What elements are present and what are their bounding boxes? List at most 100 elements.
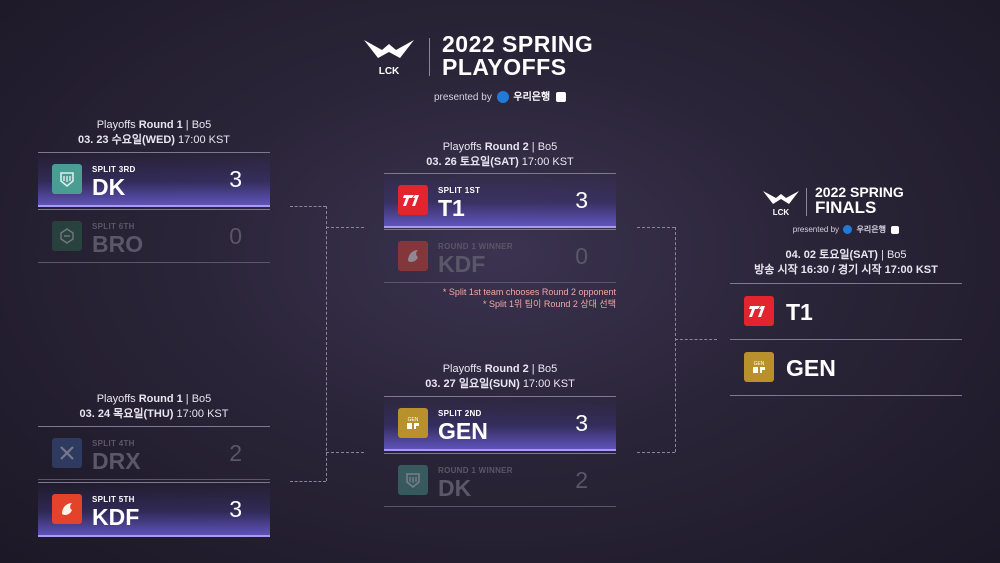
- team-row-gen[interactable]: GEN SPLIT 2ND GEN 3: [384, 396, 616, 451]
- team-seed: SPLIT 5TH: [92, 495, 135, 504]
- match-time: 17:00 KST: [178, 134, 231, 146]
- page-title: 2022 SPRING PLAYOFFS: [442, 33, 593, 79]
- team-score: 3: [575, 187, 588, 213]
- label-prefix: Playoffs: [96, 393, 136, 405]
- team-row-dk-r2[interactable]: ROUND 1 WINNER DK 2: [384, 453, 616, 507]
- gen-logo-icon: GEN: [398, 408, 428, 438]
- round1a-header: Playoffs Round 1 | Bo5 03. 23 수요일(WED) 1…: [38, 118, 270, 148]
- dk-logo-icon: [398, 465, 428, 495]
- team-name: GEN: [786, 355, 836, 381]
- lck-brand-text: LCK: [379, 66, 400, 76]
- match-time: 17:00 KST: [521, 156, 574, 168]
- team-row-t1[interactable]: SPLIT 1ST T1 3: [384, 173, 616, 228]
- finals-divider: [806, 188, 807, 216]
- match-date: 03. 27 일요일(SUN): [425, 378, 520, 390]
- match-date: 03. 24 목요일(THU): [79, 408, 174, 420]
- finals-brand-text: LCK: [773, 208, 790, 216]
- team-seed: ROUND 1 WINNER: [438, 242, 513, 251]
- finals-header: 04. 02 토요일(SAT) | Bo5 방송 시작 16:30 / 경기 시…: [730, 248, 962, 278]
- team-row-bro[interactable]: SPLIT 6TH BRO 0: [38, 209, 270, 263]
- finals-team-gen[interactable]: GEN GEN: [730, 339, 962, 396]
- header-divider: [429, 38, 430, 76]
- team-row-drx[interactable]: SPLIT 4TH DRX 2: [38, 426, 270, 480]
- team-score: 2: [229, 440, 242, 466]
- team-score: 3: [575, 410, 588, 436]
- finals-team-t1[interactable]: T1: [730, 283, 962, 339]
- label-round: Round 1: [138, 393, 183, 405]
- team-row-kdf[interactable]: SPLIT 5TH KDF 3: [38, 482, 270, 537]
- connector-to-finals: [675, 339, 717, 340]
- finals-title-line-1: 2022 SPRING: [815, 184, 904, 200]
- kdf-logo-icon: [52, 494, 82, 524]
- team-score: 2: [575, 467, 588, 493]
- dk-logo-icon: [52, 164, 82, 194]
- finals-date: 04. 02 토요일(SAT): [785, 249, 878, 261]
- match-time: 17:00 KST: [522, 378, 575, 390]
- finals-broadcast-time: 방송 시작 16:30 / 경기 시작 17:00 KST: [754, 264, 938, 276]
- round2b-header: Playoffs Round 2 | Bo5 03. 27 일요일(SUN) 1…: [384, 362, 616, 392]
- note-english: * Split 1st team chooses Round 2 opponen…: [442, 287, 616, 297]
- connector-r2a-out: [637, 227, 675, 228]
- finals-title-line-2: FINALS: [815, 198, 877, 217]
- drx-logo-icon: [52, 438, 82, 468]
- finals-sponsor-line: presented by 우리은행: [730, 224, 962, 235]
- team-seed: SPLIT 4TH: [92, 439, 135, 448]
- team-score: 0: [229, 223, 242, 249]
- label-round: Round 1: [138, 119, 183, 131]
- lck-finals-logo-icon: LCK: [763, 191, 799, 216]
- team-name: DRX: [92, 448, 141, 474]
- team-name: T1: [786, 299, 813, 325]
- svg-text:GEN: GEN: [408, 417, 419, 423]
- connector-r1b-out: [290, 481, 326, 482]
- team-name: DK: [438, 475, 472, 501]
- finals-title: 2022 SPRING FINALS: [815, 185, 904, 217]
- team-seed: SPLIT 2ND: [438, 409, 482, 418]
- label-format: | Bo5: [185, 393, 212, 405]
- team-score: 3: [229, 496, 242, 522]
- presented-by-text: presented by: [434, 92, 492, 103]
- presented-by-text: presented by: [792, 225, 840, 234]
- sponsor-line: presented by 우리은행: [0, 88, 1000, 104]
- label-format: | Bo5: [531, 141, 558, 153]
- kdf-logo-icon: [398, 241, 428, 271]
- round2a-header: Playoffs Round 2 | Bo5 03. 26 토요일(SAT) 1…: [384, 140, 616, 170]
- sponsor-name: 우리은행: [513, 92, 551, 103]
- team-name: T1: [438, 195, 465, 221]
- bank-logo-icon: [496, 91, 509, 104]
- label-format: | Bo5: [185, 119, 212, 131]
- bro-logo-icon: [52, 221, 82, 251]
- connector-r1-vertical: [326, 206, 327, 481]
- t1-logo-icon: [744, 296, 774, 326]
- team-name: GEN: [438, 418, 488, 444]
- match-date: 03. 23 수요일(WED): [77, 134, 175, 146]
- round2-note: * Split 1st team chooses Round 2 opponen…: [384, 286, 616, 310]
- team-name: BRO: [92, 231, 144, 257]
- title-line-1: 2022 SPRING: [442, 31, 594, 57]
- team-row-kdf-r2[interactable]: ROUND 1 WINNER KDF 0: [384, 229, 616, 283]
- connector-to-r2a: [326, 227, 364, 228]
- label-prefix: Playoffs: [442, 141, 482, 153]
- round1b-header: Playoffs Round 1 | Bo5 03. 24 목요일(THU) 1…: [38, 392, 270, 422]
- finals-format: | Bo5: [881, 249, 907, 261]
- team-seed: ROUND 1 WINNER: [438, 466, 513, 475]
- bank-logo-icon: [843, 225, 853, 235]
- label-prefix: Playoffs: [442, 363, 482, 375]
- title-line-2: PLAYOFFS: [442, 54, 567, 80]
- label-round: Round 2: [484, 363, 529, 375]
- note-korean: * Split 1위 팀이 Round 2 상대 선택: [482, 299, 616, 309]
- lck-logo-icon: LCK: [364, 40, 414, 76]
- connector-r2b-out: [637, 452, 675, 453]
- team-name: DK: [92, 174, 126, 200]
- match-date: 03. 26 토요일(SAT): [426, 156, 519, 168]
- connector-r1a-out: [290, 206, 326, 207]
- label-round: Round 2: [484, 141, 529, 153]
- team-name: KDF: [438, 251, 486, 277]
- match-time: 17:00 KST: [176, 408, 229, 420]
- label-prefix: Playoffs: [96, 119, 136, 131]
- team-row-dk[interactable]: SPLIT 3RD DK 3: [38, 152, 270, 207]
- bank-badge-icon: [891, 225, 900, 234]
- sponsor-name: 우리은행: [856, 225, 886, 234]
- team-seed: SPLIT 6TH: [92, 222, 135, 231]
- label-format: | Bo5: [531, 363, 558, 375]
- bank-badge-icon: [555, 92, 566, 103]
